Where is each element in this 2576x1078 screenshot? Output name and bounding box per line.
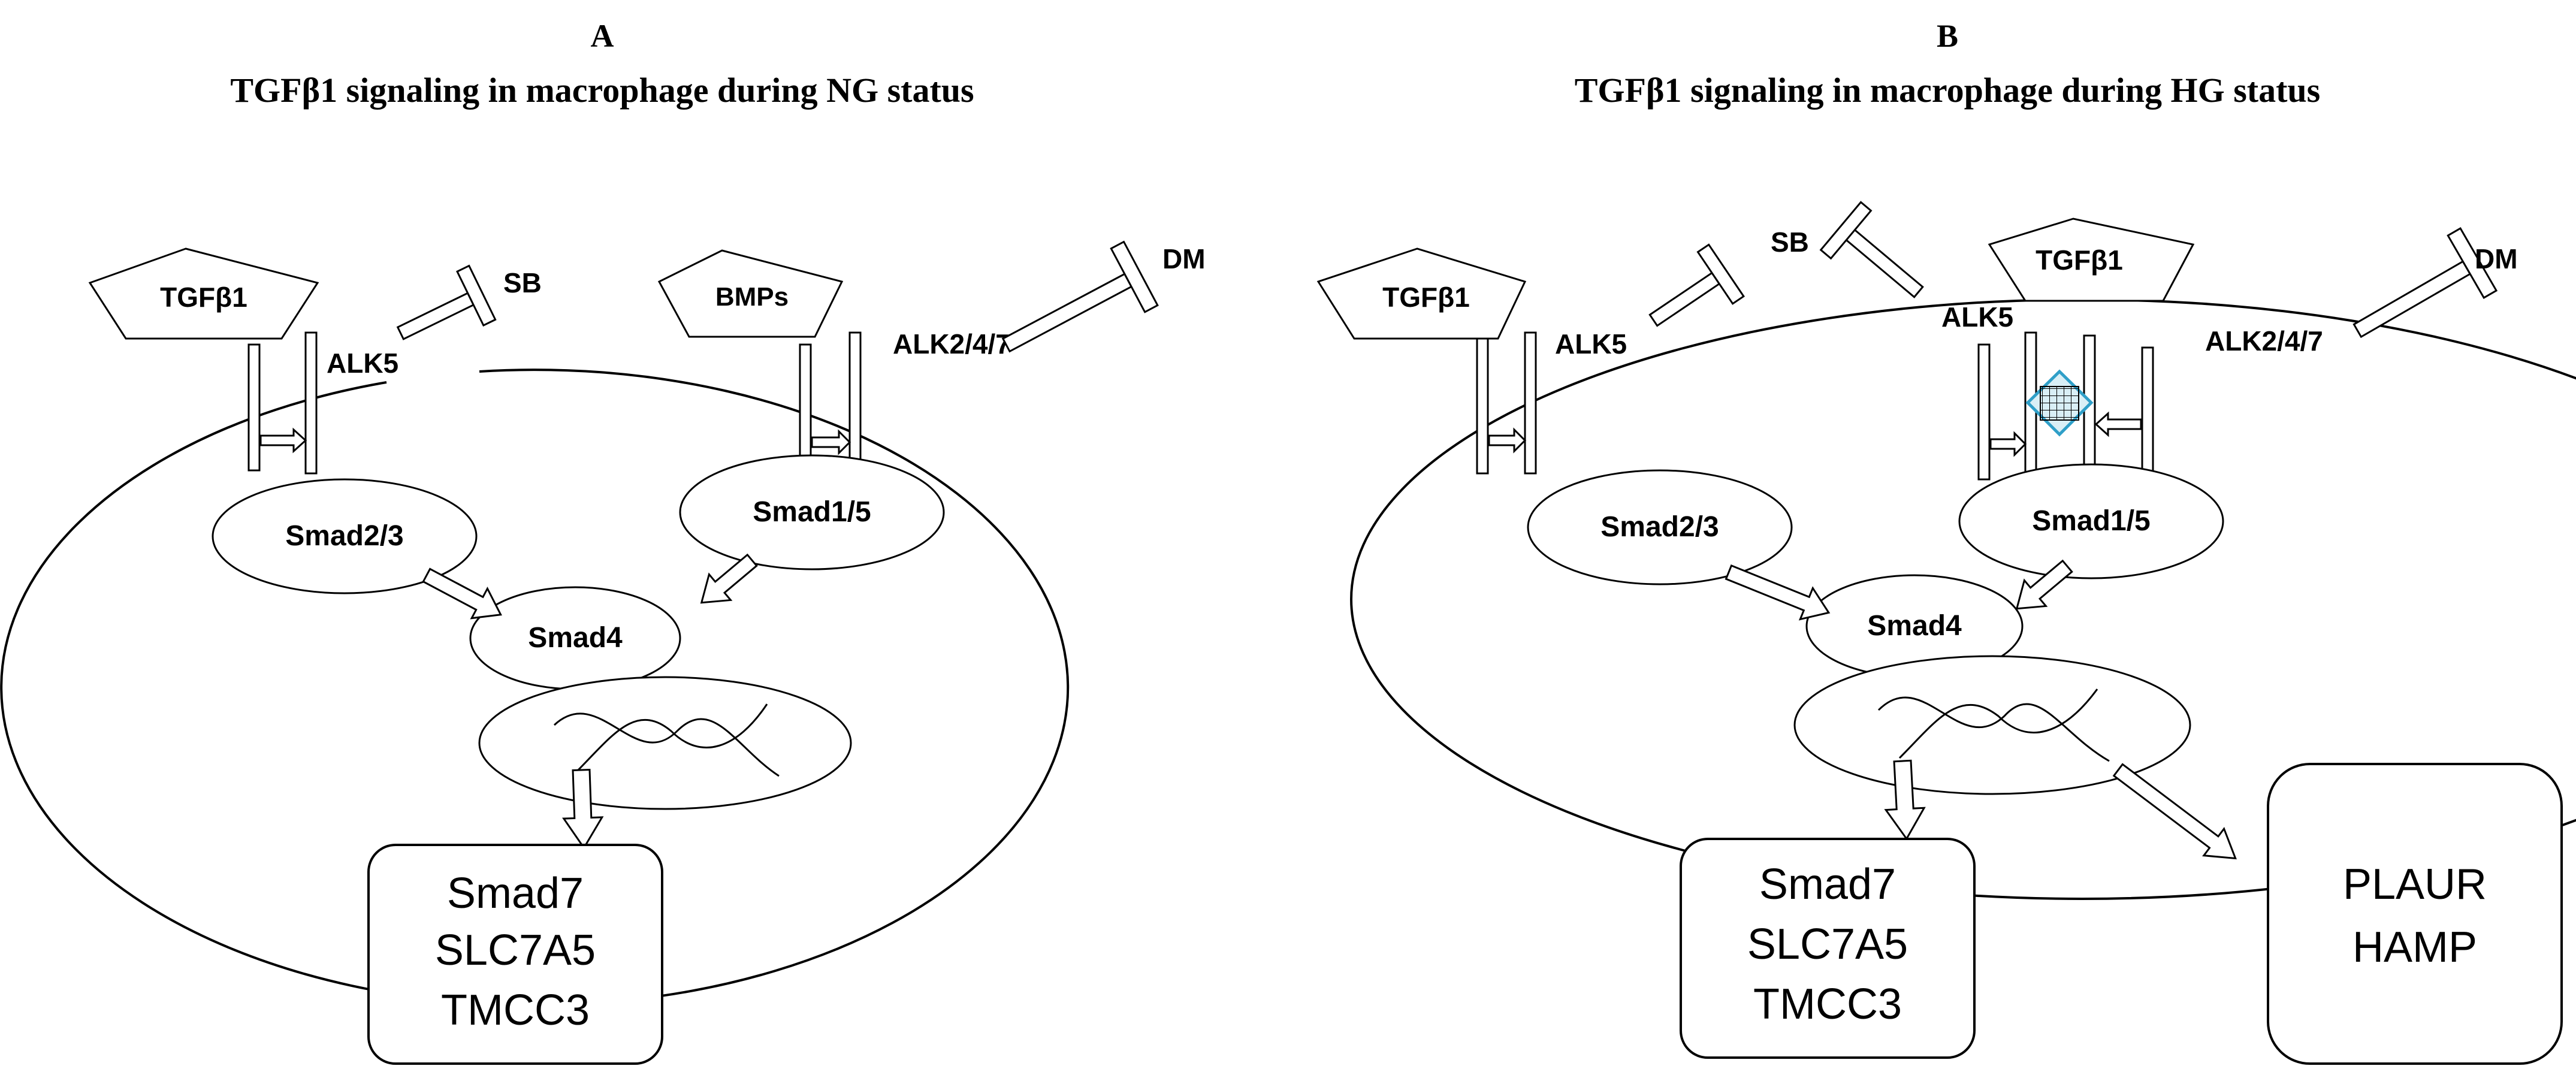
panel-b-sb-inhibitor-left	[1648, 243, 1745, 327]
panel-a-alk247-phospho-arrow	[811, 429, 851, 455]
panel-b-sb-inhibitor-right	[1819, 201, 1924, 298]
panel-a-arrow-smad23-to-smad4	[422, 567, 502, 620]
panel-b-gene-3: TMCC3	[1753, 980, 1902, 1028]
panel-b-ligand-tgfb1-center	[1988, 218, 2195, 302]
panel-b: B TGFβ1 signaling in macrophage during H…	[1316, 18, 2576, 1065]
panel-a-letter: A	[591, 18, 614, 54]
panel-b-arrow-smad23-to-smad4	[1725, 564, 1831, 621]
panel-b-ligand-tgfb1-left	[1316, 247, 1527, 340]
panel-a-alk5-receptor-left	[247, 343, 261, 472]
panel-a-alk247-label: ALK2/4/7	[893, 328, 1011, 360]
panel-a-smad15	[679, 454, 945, 570]
panel-a-arrow-dna-to-genes	[562, 768, 604, 850]
panel-b-alk5-left-phospho-arrow	[1488, 427, 1527, 454]
panel-a-nucleus	[478, 676, 852, 810]
panel-a-gene-1: Smad7	[447, 869, 584, 917]
panel-a-smad15-label: Smad1/5	[753, 496, 871, 528]
panel-b-smad15	[1958, 463, 2224, 579]
panel-a-alk5-receptor-right	[304, 331, 318, 475]
panel-b-smad23	[1527, 469, 1793, 585]
panel-b-target-genes-box	[1680, 838, 1976, 1059]
panel-a-dm-label: DM	[1162, 243, 1206, 274]
panel-a-smad23-label: Smad2/3	[285, 520, 403, 552]
panel-a-sb-inhibitor	[396, 264, 497, 340]
panel-b-alk5-left-label: ALK5	[1555, 328, 1627, 360]
panel-b-arrow-dna-to-hg-genes	[2112, 763, 2237, 860]
panel-b-alk247-label: ALK2/4/7	[2205, 325, 2323, 357]
panel-b-hg-gene-2: HAMP	[2352, 923, 2477, 971]
panel-a-smad23	[212, 478, 478, 594]
panel-a-ligand-tgfb1	[88, 247, 319, 340]
panel-a-sb-label: SB	[503, 267, 542, 298]
panel-b-alk5-left-receptor-right	[1524, 331, 1537, 475]
panel-a-dm-inhibitor	[1001, 240, 1159, 353]
panel-a-ligand-bmps-label: BMPs	[715, 282, 789, 312]
panel-b-smad15-label: Smad1/5	[2032, 505, 2150, 537]
panel-a: A TGFβ1 signaling in macrophage during N…	[0, 18, 1206, 1065]
panel-a-gene-3: TMCC3	[441, 986, 590, 1034]
panel-b-center-phospho-arrow-left	[1989, 431, 2027, 457]
panel-a-title: TGFβ1 signaling in macrophage during NG …	[230, 71, 974, 110]
panel-b-dna-strand-2	[1898, 689, 2098, 759]
panel-a-dna-strand-2	[574, 703, 768, 774]
panel-b-ligand-tgfb1-left-label: TGFβ1	[1382, 282, 1470, 313]
panel-b-hg-gene-1: PLAUR	[2343, 860, 2487, 908]
panel-a-smad4-label: Smad4	[528, 622, 623, 654]
panel-b-smad4-label: Smad4	[1867, 610, 1962, 642]
panel-b-alk5-center-label: ALK5	[1941, 301, 2013, 333]
panel-b-center-phospho-arrow-right	[2094, 411, 2142, 437]
panel-b-receptor-complex-marker	[2025, 369, 2094, 437]
panel-b-sb-label: SB	[1771, 227, 1809, 258]
panel-a-target-genes-box	[367, 844, 663, 1065]
panel-b-gene-1: Smad7	[1759, 860, 1896, 908]
panel-a-gene-2: SLC7A5	[435, 926, 596, 974]
panel-b-smad23-label: Smad2/3	[1600, 511, 1719, 543]
panel-b-hg-genes-box	[2267, 763, 2563, 1065]
panel-a-alk247-receptor-right	[848, 331, 862, 466]
panel-a-arrow-smad15-to-smad4	[700, 553, 758, 604]
panel-b-alk5-left-receptor-left	[1476, 337, 1489, 475]
panel-b-gene-2: SLC7A5	[1747, 920, 1908, 968]
panel-a-ligand-bmps	[657, 249, 844, 338]
panel-a-alk5-phospho-arrow	[259, 427, 307, 454]
panel-b-dm-label: DM	[2475, 243, 2518, 274]
panel-b-title: TGFβ1 signaling in macrophage during HG …	[1575, 71, 2320, 110]
panel-a-alk5-label: ALK5	[327, 348, 398, 379]
panel-a-alk247-receptor-left	[799, 343, 812, 466]
panel-b-letter: B	[1937, 18, 1958, 54]
panel-b-center-receptor-4	[2141, 346, 2154, 478]
panel-a-ligand-tgfb1-label: TGFβ1	[160, 282, 247, 313]
panel-b-dm-inhibitor	[2352, 227, 2498, 339]
panel-b-arrow-dna-to-genes	[1884, 759, 1926, 841]
panel-b-center-receptor-1	[1977, 343, 1991, 481]
panel-b-arrow-smad15-to-smad4	[2015, 559, 2073, 610]
panel-b-ligand-tgfb1-center-label: TGFβ1	[2036, 244, 2123, 276]
